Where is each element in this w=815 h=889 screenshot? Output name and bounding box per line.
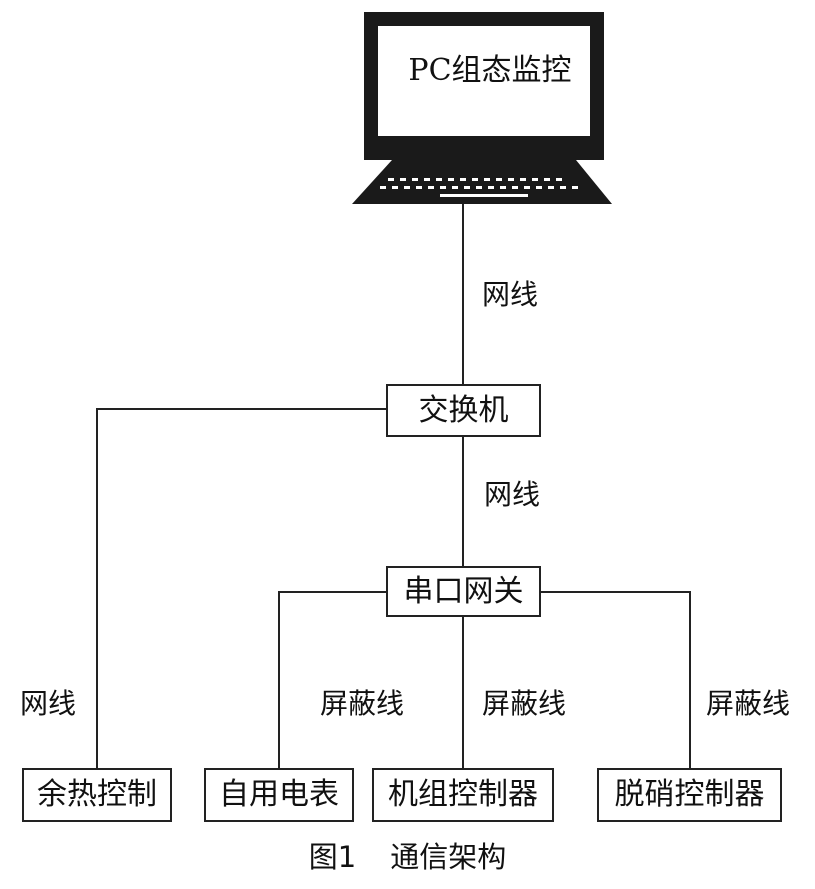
edge-label-gateway-unit: 屏蔽线	[482, 687, 567, 720]
figure-number: 图1	[308, 840, 357, 874]
switch-node: 交换机	[386, 384, 541, 437]
serial-gateway-node: 串口网关	[386, 566, 541, 617]
line-gateway-meter	[278, 591, 386, 768]
figure-caption: 图1 通信架构	[0, 843, 815, 872]
edge-label-switch-waste-heat: 网线	[20, 687, 77, 720]
unit-controller-node: 机组控制器	[372, 768, 554, 822]
denitration-controller-node: 脱硝控制器	[597, 768, 782, 822]
edge-label-pc-switch: 网线	[482, 278, 539, 311]
edge-label-gateway-denitration: 屏蔽线	[706, 687, 791, 720]
self-use-meter-node: 自用电表	[204, 768, 354, 822]
line-switch-waste-heat	[96, 408, 386, 768]
connection-lines	[96, 204, 691, 768]
figure-title: 通信架构	[390, 840, 507, 874]
computer-monitor-icon	[352, 12, 612, 204]
waste-heat-control-node: 余热控制	[22, 768, 172, 822]
monitor-label: PC组态监控	[408, 53, 572, 88]
edge-label-gateway-meter: 屏蔽线	[320, 687, 405, 720]
edge-label-switch-gateway: 网线	[484, 478, 541, 511]
line-gateway-denitration	[541, 591, 691, 768]
